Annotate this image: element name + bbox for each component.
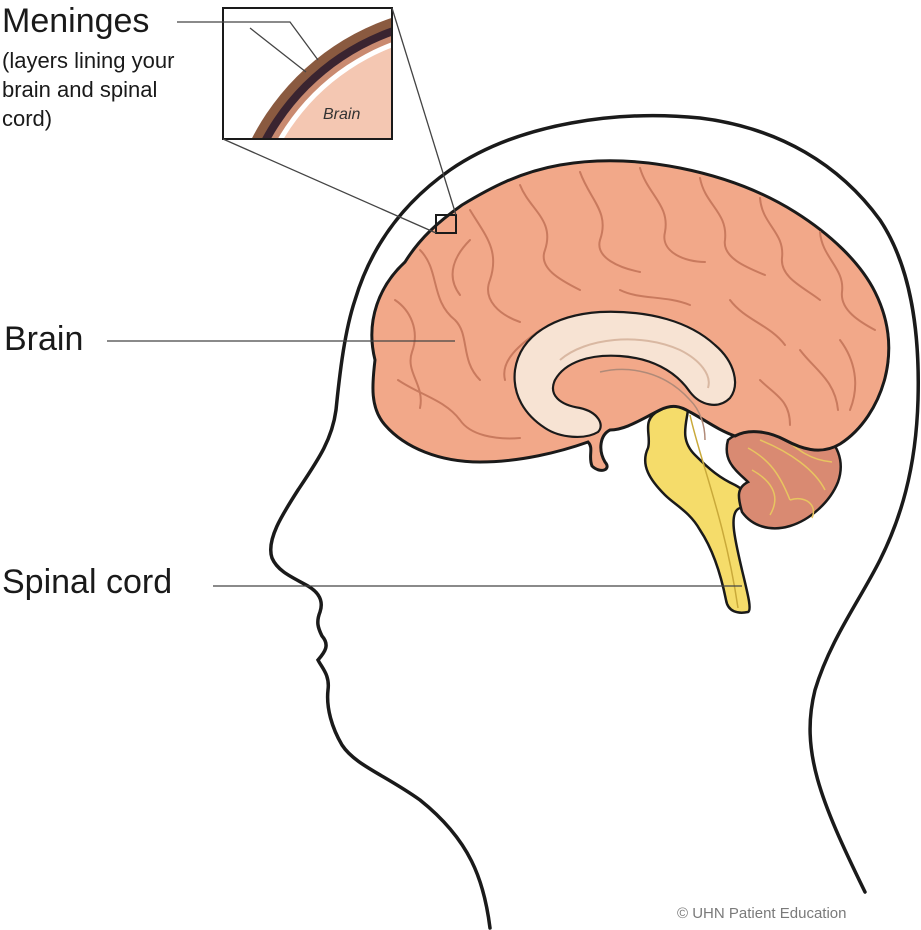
meninges-label: Meninges [2,4,149,38]
copyright-credit: © UHN Patient Education [677,906,846,921]
inset-brain-label: Brain [323,107,360,123]
spinal-cord-label: Spinal cord [2,565,172,599]
meninges-description: (layers lining your brain and spinal cor… [2,46,202,133]
brain-label: Brain [4,322,83,356]
